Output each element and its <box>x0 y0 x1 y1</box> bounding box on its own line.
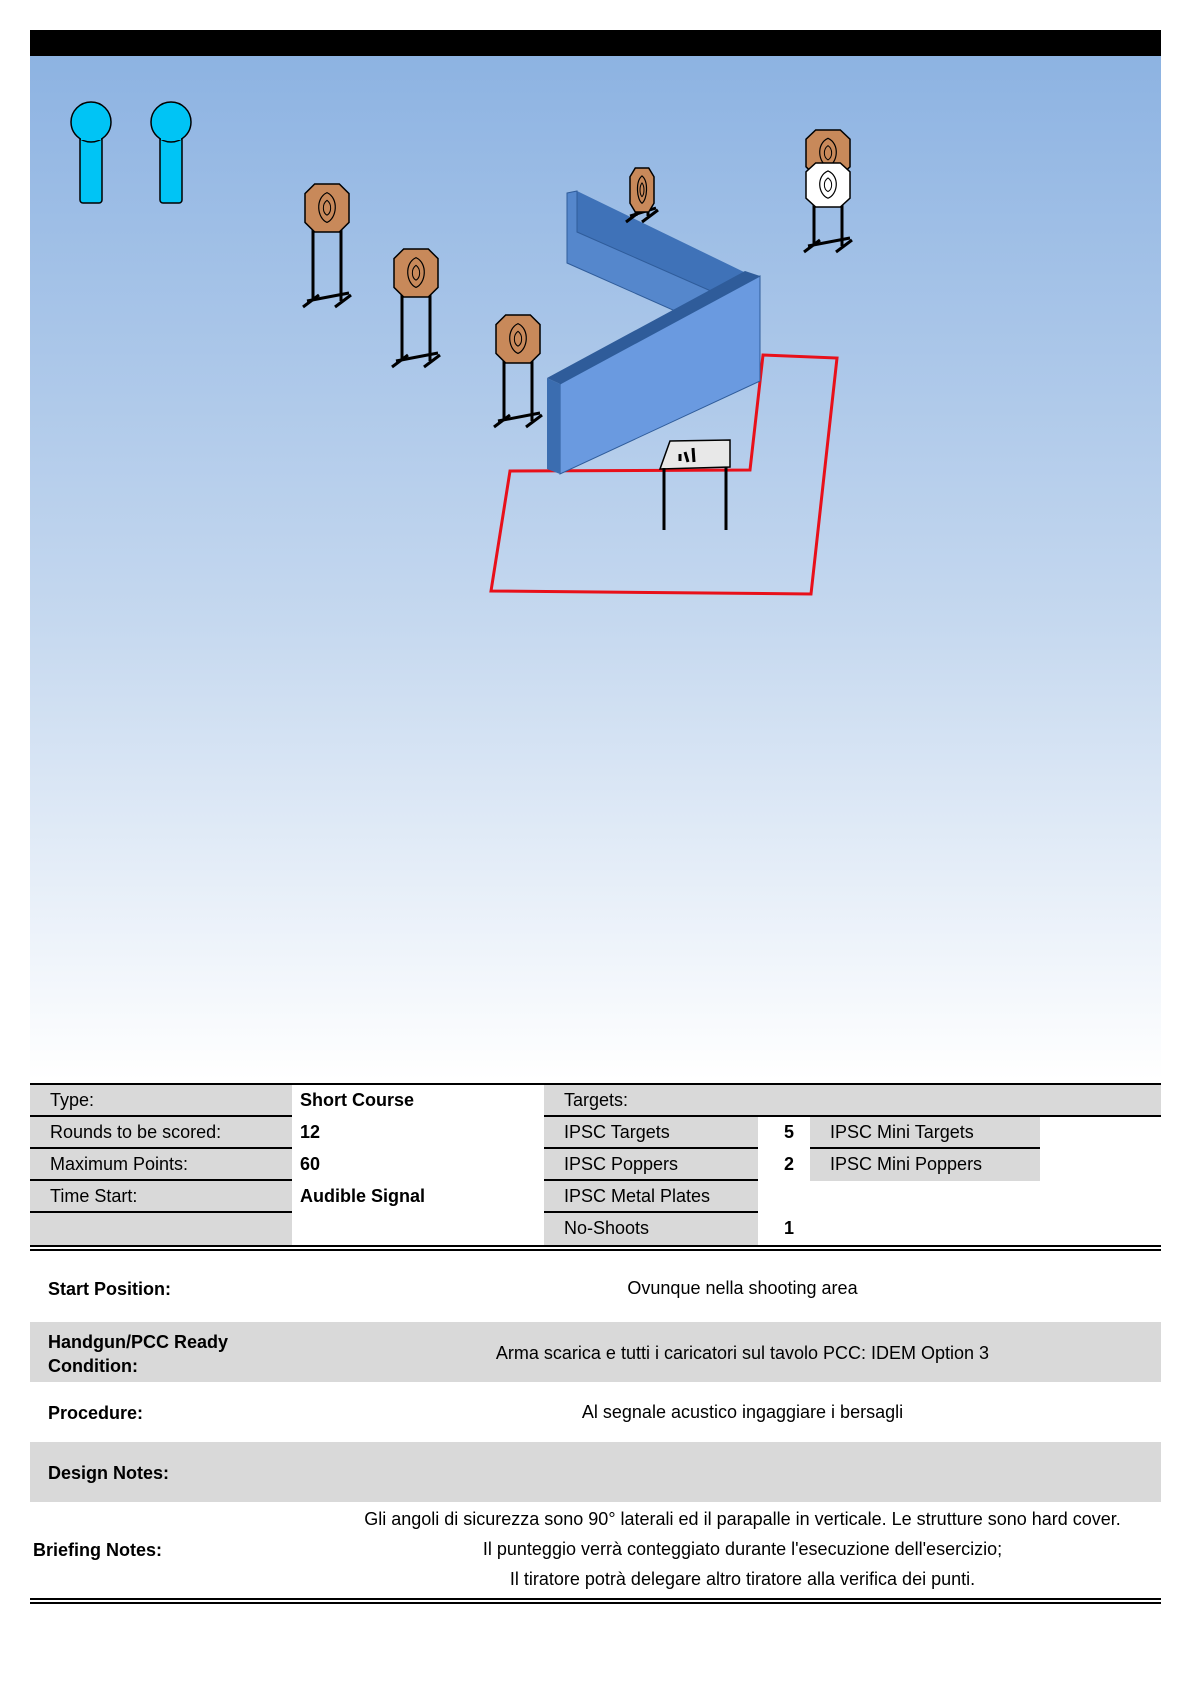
stage-diagram <box>30 56 1161 1080</box>
ipsc-target-3 <box>493 314 543 429</box>
targets-layer <box>302 129 853 429</box>
ipsc-target-4 <box>625 167 659 224</box>
ipsc-targets-value: 5 <box>784 1122 795 1142</box>
no-shoot-target <box>805 162 851 208</box>
type-value: Short Course <box>300 1090 415 1110</box>
table-top-line <box>30 1083 1161 1085</box>
targets-label: Targets: <box>544 1085 1161 1117</box>
start-table <box>658 439 731 530</box>
ready-condition-label-line-2: Condition: <box>48 1356 138 1376</box>
mini-targets-label: IPSC Mini Targets <box>810 1117 1040 1149</box>
stage-drawing <box>70 101 839 596</box>
ready-condition-value: Arma scarica e tutti i caricatori sul ta… <box>495 1343 990 1363</box>
no-shoots-label: No-Shoots <box>544 1213 758 1245</box>
popper-2 <box>150 101 192 204</box>
briefing-notes-label: Briefing Notes: <box>33 1540 163 1560</box>
design-notes-row: Design Notes: <box>30 1442 1161 1502</box>
time-start-value: Audible Signal <box>300 1186 426 1206</box>
rounds-label: Rounds to be scored: <box>30 1117 292 1149</box>
popper-1 <box>70 101 112 204</box>
points-value: 60 <box>300 1154 321 1174</box>
briefing-notes-row: Briefing Notes: Gli angoli di sicurezza … <box>30 1502 1161 1598</box>
design-notes-label: Design Notes: <box>48 1463 170 1483</box>
empty-label-cell <box>30 1213 292 1245</box>
shooting-area-fault-line <box>489 353 839 596</box>
type-label: Type: <box>30 1085 292 1117</box>
ipsc-targets-label: IPSC Targets <box>544 1117 758 1149</box>
time-start-label: Time Start: <box>30 1181 292 1213</box>
ipsc-target-1 <box>302 183 352 309</box>
table-bottom-line-2 <box>30 1249 1161 1251</box>
procedure-label: Procedure: <box>48 1403 144 1423</box>
ipsc-metal-value <box>764 1181 808 1213</box>
mini-poppers-label: IPSC Mini Poppers <box>810 1149 1040 1181</box>
ready-condition-row: Handgun/PCC Ready Condition: Arma scaric… <box>30 1322 1161 1382</box>
ipsc-poppers-value: 2 <box>784 1154 795 1174</box>
wall-structure <box>547 190 761 475</box>
no-shoots-value: 1 <box>784 1218 795 1238</box>
notes-bottom-line-2 <box>30 1602 1161 1604</box>
procedure-value: Al segnale acustico ingaggiare i bersagl… <box>581 1402 904 1422</box>
ipsc-metal-label: IPSC Metal Plates <box>544 1181 758 1213</box>
notes-bottom-line-1 <box>30 1598 1161 1600</box>
ready-condition-label-line-1: Handgun/PCC Ready <box>48 1332 229 1352</box>
ipsc-target-2 <box>391 248 441 369</box>
table-bottom-line-1 <box>30 1245 1161 1247</box>
briefing-line-2: Il punteggio verrà conteggiato durante l… <box>482 1539 1003 1559</box>
rounds-value: 12 <box>300 1122 321 1142</box>
points-label: Maximum Points: <box>30 1149 292 1181</box>
briefing-line-3: Il tiratore potrà delegare altro tirator… <box>509 1569 976 1589</box>
start-position-row: Start Position: Ovunque nella shooting a… <box>30 1258 1161 1322</box>
procedure-row: Procedure: Al segnale acustico ingaggiar… <box>30 1382 1161 1442</box>
briefing-line-1: Gli angoli di sicurezza sono 90° lateral… <box>364 1509 1121 1529</box>
header-bar <box>30 30 1161 56</box>
ipsc-poppers-label: IPSC Poppers <box>544 1149 758 1181</box>
start-position-value: Ovunque nella shooting area <box>627 1278 858 1298</box>
start-position-label: Start Position: <box>48 1279 172 1299</box>
